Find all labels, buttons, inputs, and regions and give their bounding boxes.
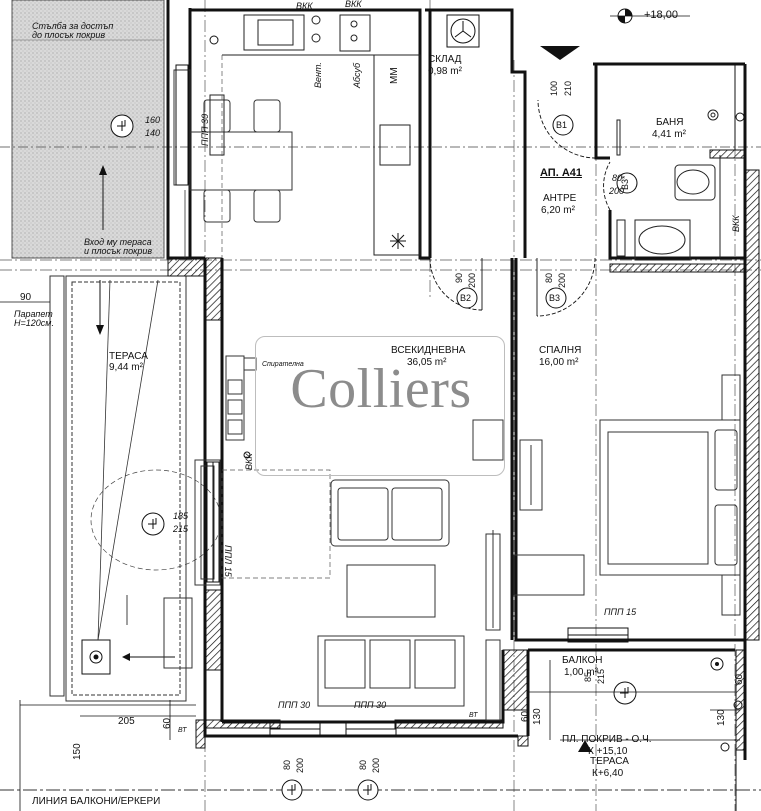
bt-label-2: ВТ [469, 712, 478, 719]
living-furniture [163, 355, 504, 721]
bt-label-1: ВТ [178, 727, 187, 734]
parapet-note-2: H=120см. [14, 318, 54, 328]
watermark-text: Colliers [290, 358, 472, 420]
window-tag-ppp30-left: ППП 30 [200, 113, 210, 146]
dim-130b: 130 [716, 709, 727, 726]
balcony-line-label: ЛИНИЯ БАЛКОНИ/ЕРКЕРИ [32, 796, 161, 807]
terrace-name: ТЕРАСА [109, 351, 148, 362]
dim-85: 85 [583, 671, 593, 682]
window-tag-marks [117, 120, 629, 795]
dim-215: 215 [173, 524, 189, 534]
dim-200c: 200 [557, 272, 567, 288]
bed [513, 374, 741, 616]
dim-90a: 90 [454, 272, 464, 283]
roof-label: ПЛ. ПОКРИВ - О.Ч. [562, 734, 652, 745]
window-tag-pppl15: ППЛ 15 [223, 545, 233, 577]
window-tag-ppp30-b: ППП 30 [354, 700, 387, 710]
flat-roof-area [11, 0, 165, 259]
door-tag-b1: В1 [556, 120, 568, 130]
balcony-name: БАЛКОН [562, 655, 603, 666]
roof-level: К +15,10 [588, 746, 628, 757]
dim-80b: 80 [544, 272, 554, 283]
bathroom-name: БАНЯ [656, 117, 684, 128]
dim-140: 140 [145, 128, 161, 138]
bathroom-area: 4,41 m² [652, 129, 686, 140]
dim-150: 150 [72, 743, 83, 760]
dining-set [173, 69, 293, 223]
level-mark: +18,00 [644, 9, 678, 21]
stopper-label: Спирателна [262, 361, 304, 368]
dim-205: 205 [118, 716, 135, 727]
door-swings [429, 99, 611, 317]
ventil-label: Вент. [313, 62, 323, 88]
living-area: 36,05 m² [407, 357, 447, 368]
door-tag-b3: В3 [549, 293, 561, 303]
terrace-area: 9,44 m² [109, 362, 143, 373]
dim-130a: 130 [532, 708, 543, 725]
terrace-outline [49, 275, 187, 702]
balcony-area: 1,00 m² [564, 667, 598, 678]
dim-215b: 215 [596, 668, 606, 684]
kitchen-star [390, 233, 406, 249]
parapet-note-1: Парапет [14, 309, 53, 319]
dim-210: 210 [563, 80, 573, 96]
dimension-lines [0, 301, 740, 811]
window-tag-ppp30-a: ППП 30 [278, 700, 311, 710]
vkk-label-4: ВКК [244, 453, 254, 470]
mm-label: ММ [389, 67, 400, 84]
hall-area: 6,20 m² [541, 205, 575, 216]
watermark-logo: Colliers [255, 336, 505, 476]
dim-80d: 80 [358, 759, 368, 770]
dim-90: 90 [20, 292, 32, 303]
drain-box [81, 639, 111, 675]
storage-name: СКЛАД [428, 54, 462, 65]
stair-note-1: Стълба за достъп [32, 21, 114, 31]
bedroom-name: СПАЛНЯ [539, 345, 582, 356]
bedroom-area: 16,00 m² [539, 357, 579, 368]
dim-60b: 60 [520, 710, 531, 722]
dim-60a: 60 [162, 717, 173, 729]
drain-icon [89, 650, 103, 664]
dim-80a: 80 [612, 173, 623, 183]
vkk-label-3: ВКК [731, 215, 741, 232]
bathroom-fixtures [616, 109, 721, 261]
dim-200e: 200 [371, 757, 381, 773]
dim-80c: 80 [282, 759, 292, 770]
door-tag-b2: В2 [460, 293, 472, 303]
apartment-label: АП. А41 [540, 167, 582, 179]
window-tag-ppp15: ППП 15 [604, 607, 637, 617]
roof-note-2: и плосък покрив [84, 246, 153, 256]
entry-arrow-icon [540, 46, 580, 60]
stair-note-2: до плосък покрив [32, 30, 106, 40]
terrace-low-label: ТЕРАСА [590, 756, 629, 767]
living-name: ВСЕКИДНЕВНА [391, 345, 466, 356]
dim-200d: 200 [295, 757, 305, 773]
fan-icon [446, 14, 480, 48]
absub-label: Абсуб [352, 62, 362, 88]
dashed-lines-living [221, 55, 331, 579]
level-marker-icon [610, 8, 690, 24]
door-tag-circles [110, 114, 638, 801]
vkk-label-1: ВКК [296, 1, 313, 11]
dim-200b: 200 [467, 272, 477, 288]
dim-100: 100 [549, 80, 559, 96]
kitchen [222, 14, 421, 256]
dim-60c: 60 [734, 673, 745, 685]
hall-name: АНТРЕ [543, 193, 577, 204]
terrace-low-level: К+6,40 [592, 768, 624, 779]
roof-note-1: Вход му тераса [84, 237, 152, 247]
dim-185: 185 [173, 511, 189, 521]
dim-160: 160 [145, 115, 161, 125]
hatched-walls [167, 149, 760, 751]
storage-area: 0,98 m² [428, 66, 462, 77]
windows [175, 64, 629, 737]
dim-200a: 200 [609, 186, 625, 196]
vkk-label-2: ВКК [345, 0, 362, 9]
